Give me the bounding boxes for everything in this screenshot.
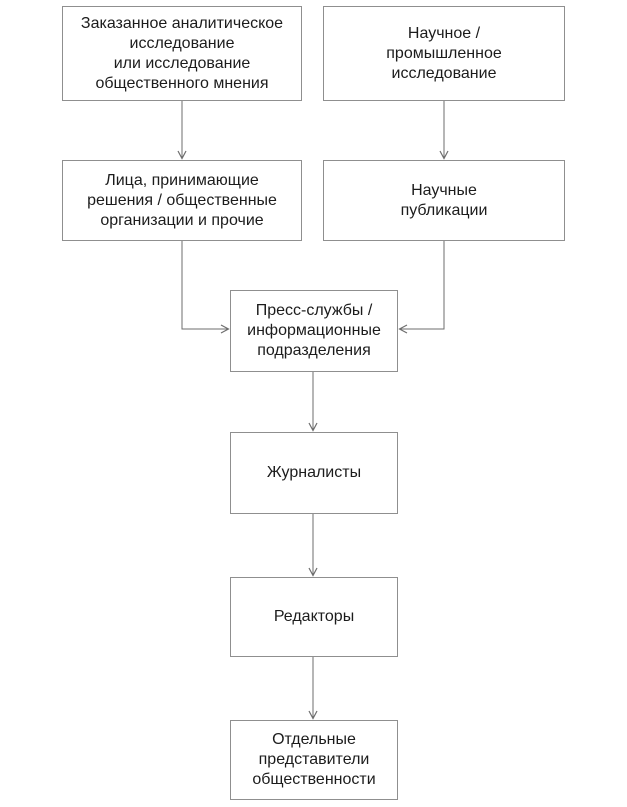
edge-decisionmakers-to-press (181, 241, 229, 329)
node-scientific-research: Научное / промышленное исследование (323, 6, 565, 101)
edge-publications-to-press (400, 241, 445, 329)
node-press-services: Пресс-службы / информационные подразделе… (230, 290, 398, 372)
node-label: Лица, принимающие решения / общественные… (87, 171, 277, 229)
node-editors: Редакторы (230, 577, 398, 657)
node-label: Пресс-службы / информационные подразделе… (247, 302, 381, 359)
node-decision-makers: Лица, принимающие решения / общественные… (62, 160, 302, 241)
node-label: Научное / промышленное исследование (386, 24, 502, 82)
node-label: Редакторы (273, 608, 355, 625)
node-label: Заказанное аналитическое исследование ил… (80, 14, 284, 92)
node-scientific-publications: Научные публикации (323, 160, 565, 241)
node-label: Отдельные представители общественности (252, 731, 376, 788)
node-journalists: Журналисты (230, 432, 398, 514)
node-commissioned-research: Заказанное аналитическое исследование ил… (62, 6, 302, 101)
node-public-representatives: Отдельные представители общественности (230, 720, 398, 800)
node-label: Журналисты (266, 464, 362, 481)
node-label: Научные публикации (400, 181, 488, 219)
